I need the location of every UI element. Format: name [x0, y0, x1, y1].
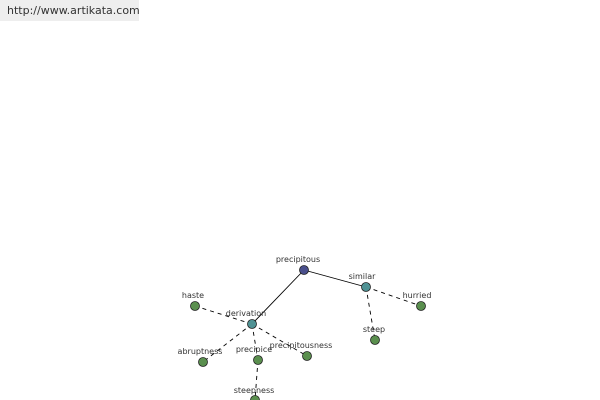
edge-precipitous-similar — [303, 269, 367, 288]
node-label-precipice: precipice — [236, 345, 272, 354]
node-hurried[interactable] — [416, 301, 426, 311]
node-label-precipitousness: precipitousness — [270, 341, 333, 350]
edge-derivation-precipice — [251, 323, 259, 361]
node-abruptness[interactable] — [198, 357, 208, 367]
node-steepness[interactable] — [250, 395, 260, 400]
node-precipitous[interactable] — [299, 265, 309, 275]
node-label-derivation: derivation — [226, 309, 266, 318]
node-derivation[interactable] — [247, 319, 257, 329]
nodes-layer — [190, 265, 426, 400]
node-precipitousness[interactable] — [302, 351, 312, 361]
edge-derivation-abruptness — [202, 323, 253, 363]
node-label-similar: similar — [349, 272, 377, 281]
node-haste[interactable] — [190, 301, 200, 311]
node-precipice[interactable] — [253, 355, 263, 365]
labels-layer: precipitous similar derivation hurried steep… — [178, 255, 432, 395]
edge-similar-hurried — [365, 286, 422, 307]
node-label-hurried: hurried — [403, 291, 432, 300]
edge-derivation-precipitousness — [251, 323, 308, 357]
node-label-precipitous: precipitous — [276, 255, 320, 264]
edge-precipice-steepness — [254, 359, 259, 400]
edges-layer — [194, 269, 422, 400]
node-similar[interactable] — [361, 282, 371, 292]
node-label-steepness: steepness — [234, 386, 275, 395]
node-label-steep: steep — [363, 325, 385, 334]
edge-similar-steep — [365, 286, 376, 341]
node-label-haste: haste — [182, 291, 204, 300]
node-label-abruptness: abruptness — [178, 347, 223, 356]
node-steep[interactable] — [370, 335, 380, 345]
watermark-url: http://www.artikata.com — [0, 0, 139, 21]
edge-derivation-haste — [194, 305, 253, 325]
edge-precipitous-derivation — [251, 269, 305, 325]
